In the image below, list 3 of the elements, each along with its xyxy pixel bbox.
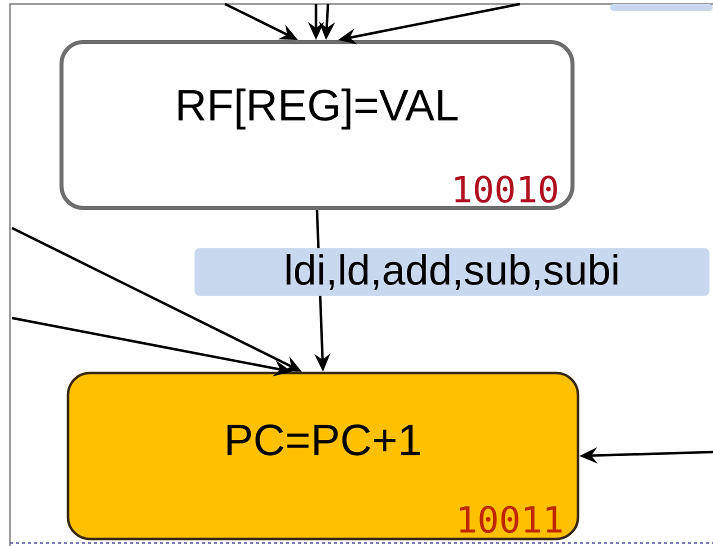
- state-box: RF[REG]=VAL 10010: [60, 40, 574, 210]
- state-box: PC=PC+1 10011: [66, 372, 580, 540]
- edge-label: ldi,ld,add,sub,subi: [194, 248, 710, 296]
